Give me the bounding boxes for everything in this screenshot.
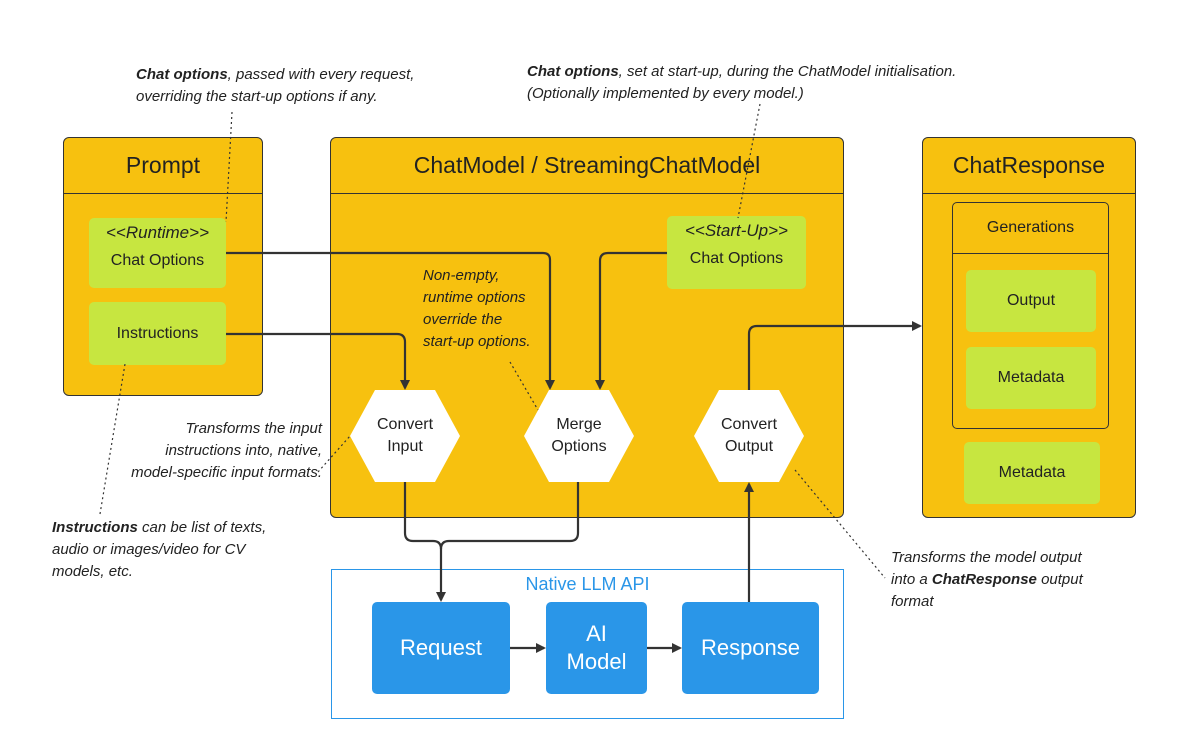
runtime-options-note: Chat options, passed with every request,… — [136, 66, 415, 105]
chatmodel-title: ChatModel / StreamingChatModel — [331, 138, 843, 194]
generation-metadata-label: Metadata — [997, 369, 1065, 386]
startup-options-note: Chat options, set at start-up, during th… — [527, 63, 957, 102]
response-metadata-label: Metadata — [998, 464, 1066, 481]
merge-note: Non-empty, runtime options override the … — [423, 267, 531, 350]
output-label: Output — [1006, 292, 1056, 309]
instructions-label: Instructions — [116, 324, 199, 342]
startup-options-label: Chat Options — [689, 250, 784, 267]
output-box: Output — [966, 270, 1096, 332]
transforms-input-note: Transforms the input instructions into, … — [131, 420, 322, 481]
convert-input-to-request-connector — [403, 482, 446, 602]
runtime-options-label: Chat Options — [110, 252, 205, 269]
convert-input-hexagon — [350, 390, 460, 482]
startup-stereotype: <<Start-Up>> — [684, 221, 788, 240]
response-label: Response — [700, 635, 801, 660]
merge-note-leader — [509, 361, 539, 411]
instructions-note: Instructions can be list of texts, audio… — [52, 519, 267, 580]
runtime-chat-options: <<Runtime>> Chat Options — [89, 218, 226, 288]
transforms-output-note: Transforms the model output into a ChatR… — [891, 549, 1083, 610]
request-label: Request — [400, 635, 482, 660]
merge-options-hexagon — [524, 390, 634, 482]
transforms-input-leader — [317, 435, 351, 473]
request-box: Request — [372, 602, 510, 694]
runtime-to-merge-connector — [226, 251, 555, 390]
chatresponse-title: ChatResponse — [923, 138, 1135, 194]
generations-box: Generations — [952, 202, 1109, 429]
transforms-output-leader — [794, 469, 886, 579]
instructions-to-convert-connector — [226, 332, 410, 390]
instructions-box: Instructions — [89, 302, 226, 365]
native-llm-api-box: Native LLM API — [331, 569, 844, 719]
startup-chat-options: <<Start-Up>> Chat Options — [667, 216, 806, 289]
startup-note-leader — [737, 103, 761, 219]
startup-to-merge-connector — [595, 251, 667, 390]
prompt-title: Prompt — [64, 138, 262, 194]
instructions-note-leader — [99, 363, 126, 515]
generation-metadata-box: Metadata — [966, 347, 1096, 409]
runtime-stereotype: <<Runtime>> — [105, 223, 209, 242]
response-box: Response — [682, 602, 819, 694]
response-metadata-box: Metadata — [964, 442, 1100, 504]
native-llm-api-title: Native LLM API — [525, 574, 650, 594]
runtime-note-leader — [225, 111, 233, 223]
generations-title: Generations — [953, 203, 1108, 254]
convert-output-to-chatresponse-connector — [747, 321, 922, 390]
merge-to-request-connector — [439, 482, 580, 550]
convert-output-hexagon — [694, 390, 804, 482]
